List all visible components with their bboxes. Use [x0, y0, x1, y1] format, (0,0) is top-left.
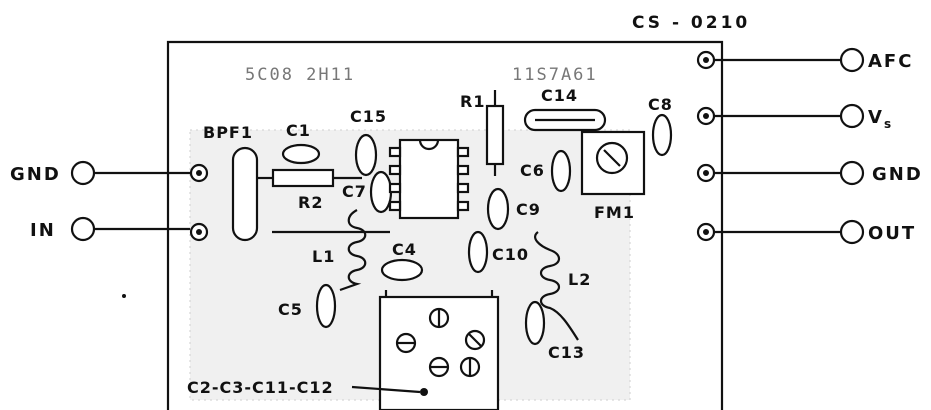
terminal-label: IN — [30, 220, 56, 241]
c15-capacitor — [354, 133, 378, 177]
pad-hole — [196, 170, 202, 176]
pointer-dot — [420, 388, 428, 396]
pad-hole — [703, 229, 709, 235]
label-c15: C15 — [350, 107, 387, 126]
l1-coil — [339, 209, 367, 292]
label-c6: C6 — [520, 161, 545, 180]
r2-resistor — [271, 168, 335, 188]
terminal-label-subscript: s — [884, 117, 893, 131]
ic-pin — [456, 200, 470, 212]
c6-capacitor — [550, 149, 572, 193]
trimmer-screw — [395, 332, 417, 354]
terminal-label: GND — [872, 164, 923, 185]
board-outline — [166, 40, 724, 410]
terminal-circle — [839, 160, 865, 186]
c1-capacitor — [281, 143, 321, 165]
label-l2: L2 — [568, 270, 591, 289]
terminal-in: IN — [30, 216, 209, 242]
label-c8: C8 — [648, 95, 673, 114]
part-number: CS - 0210 — [632, 13, 750, 33]
trimmer-screw — [428, 356, 450, 378]
terminal-vs: Vs — [696, 103, 893, 131]
c9-capacitor — [486, 187, 510, 231]
label-c5: C5 — [278, 300, 303, 319]
terminal-circle — [70, 216, 96, 242]
label-trimmer-group: C2-C3-C11-C12 — [187, 378, 334, 397]
label-c1: C1 — [286, 121, 311, 140]
ic-pin — [456, 182, 470, 194]
ic-body — [398, 138, 460, 220]
label-r1: R1 — [460, 92, 485, 111]
label-c13: C13 — [548, 343, 585, 362]
trimmer-screw — [459, 356, 481, 378]
terminal-out: OUT — [696, 219, 916, 245]
fm1-slot — [603, 149, 621, 167]
pad-hole — [703, 113, 709, 119]
terminal-circle — [839, 219, 865, 245]
ic-pin — [456, 164, 470, 176]
c10-capacitor — [467, 230, 489, 274]
c13-capacitor — [524, 300, 546, 346]
pad-hole — [196, 229, 202, 235]
terminal-circle — [70, 160, 96, 186]
stray-dot — [122, 294, 126, 298]
c5-capacitor — [315, 283, 337, 329]
board-mark-left: 5C08 2H11 — [245, 65, 355, 85]
label-bpf1: BPF1 — [203, 123, 253, 142]
terminal-afc: AFC — [696, 47, 913, 73]
c8-capacitor — [651, 113, 673, 157]
terminal-gnd-left: GND — [10, 160, 209, 186]
label-r2: R2 — [298, 193, 323, 212]
terminal-gnd-right: GND — [696, 160, 923, 186]
l2-coil — [534, 231, 579, 341]
terminal-label: OUT — [868, 223, 916, 244]
terminal-label: GND — [10, 164, 61, 185]
board-mark-right: 11S7A61 — [512, 65, 598, 85]
ic-pin — [388, 146, 402, 158]
ic-pin — [456, 146, 470, 158]
label-c4: C4 — [392, 240, 417, 259]
bpf1-filter — [231, 146, 259, 242]
label-c7: C7 — [342, 182, 367, 201]
c7-capacitor — [369, 170, 393, 214]
trimmer-screw — [464, 329, 486, 351]
ic-pin — [388, 164, 402, 176]
pointer-line — [351, 385, 421, 394]
r1-resistor — [485, 104, 505, 166]
pad-hole — [703, 170, 709, 176]
label-l1: L1 — [312, 247, 335, 266]
c4-capacitor — [380, 258, 424, 282]
trimmer-screw — [428, 307, 450, 329]
ic-chip — [388, 138, 470, 220]
terminal-label: Vs — [868, 107, 893, 131]
label-fm1: FM1 — [594, 203, 635, 222]
label-c9: C9 — [516, 200, 541, 219]
terminal-circle — [839, 103, 865, 129]
terminal-circle — [839, 47, 865, 73]
ic-pin — [388, 182, 402, 194]
label-c10: C10 — [492, 245, 529, 264]
label-c14: C14 — [541, 86, 578, 105]
ic-pin — [388, 200, 402, 212]
terminal-label-main: V — [868, 107, 884, 128]
trimmer-block — [378, 290, 500, 410]
terminal-label: AFC — [868, 51, 913, 72]
pad-hole — [703, 57, 709, 63]
ic-notch — [418, 139, 440, 151]
